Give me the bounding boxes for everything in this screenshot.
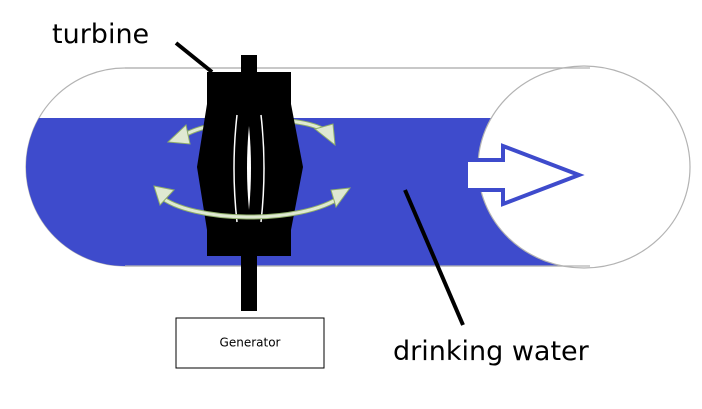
rotation-arrow-front — [153, 185, 352, 220]
turbine-label: turbine — [52, 19, 149, 50]
generator-box: Generator — [175, 317, 325, 369]
turbine-leader-line — [174, 41, 214, 74]
water-leader-line — [403, 189, 465, 326]
pipe — [25, 65, 691, 269]
drinking-water-label: drinking water — [393, 336, 590, 367]
right-arrow-icon — [464, 143, 585, 207]
turbine — [197, 72, 303, 256]
generator-label: Generator — [220, 336, 281, 350]
